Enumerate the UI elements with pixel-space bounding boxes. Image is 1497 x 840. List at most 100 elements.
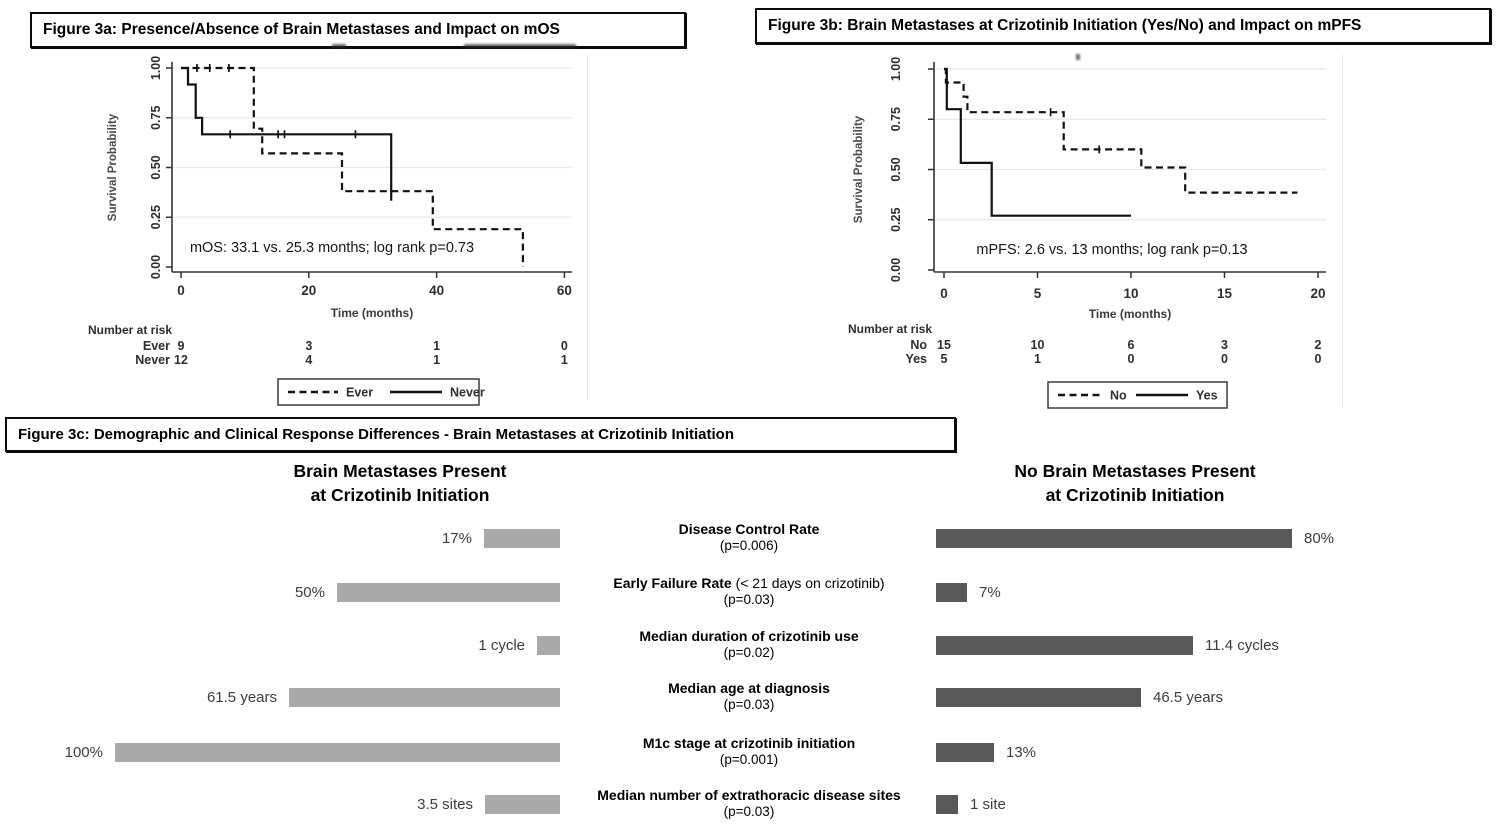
x-tick-label: 40	[429, 283, 444, 298]
right-bar-cell: 80%	[936, 518, 1484, 558]
left-value-label: 61.5 years	[206, 688, 277, 706]
risk-count: 15	[937, 338, 951, 352]
right-group-header: No Brain Metastases Present at Crizotini…	[915, 460, 1355, 507]
left-value-label: 3.5 sites	[417, 795, 473, 813]
risk-row-label: Yes	[905, 352, 927, 366]
annotation-text: mPFS: 2.6 vs. 13 months; log rank p=0.13	[976, 242, 1247, 258]
left-value-label: 100%	[64, 743, 103, 761]
x-tick-label: 60	[557, 283, 572, 298]
p-value-label: (p=0.03)	[723, 804, 775, 820]
right-bar	[936, 794, 958, 814]
legend-label: Ever	[346, 386, 373, 400]
crop-edge-line	[1342, 55, 1343, 407]
legend-label: Yes	[1196, 389, 1218, 403]
y-tick-label: 0.00	[889, 258, 903, 282]
metric-cell: Median duration of crizotinib use(p=0.02…	[560, 625, 938, 665]
risk-count: 6	[1128, 338, 1135, 352]
left-bar-cell: 3.5 sites	[38, 784, 560, 824]
p-value-label: (p=0.001)	[719, 752, 779, 768]
left-bar	[485, 794, 560, 814]
left-bar-cell: 50%	[38, 572, 560, 612]
axes: 0.00 0.25 0.50 0.75 1.00 0 20 40 60	[149, 56, 572, 298]
metric-label: M1c stage at crizotinib initiation	[642, 734, 856, 751]
risk-row-label: Ever	[143, 339, 170, 353]
risk-row-label: No	[910, 338, 927, 352]
left-bar-cell: 61.5 years	[38, 677, 560, 717]
metric-cell: Early Failure Rate (< 21 days on crizoti…	[560, 572, 938, 612]
x-tick-label: 0	[940, 286, 948, 301]
risk-count: 1	[561, 353, 568, 367]
right-group-header-line1: No Brain Metastases Present	[1014, 461, 1256, 481]
left-value-label: 1 cycle	[478, 636, 525, 654]
x-axis-title: Time (months)	[1089, 307, 1171, 321]
metric-label: Early Failure Rate (< 21 days on crizoti…	[613, 574, 885, 591]
tornado-row: 3.5 sites Median number of extrathoracic …	[0, 784, 1497, 824]
metric-cell: Disease Control Rate(p=0.006)	[560, 518, 938, 558]
x-tick-label: 0	[177, 283, 185, 298]
clipped-text-artifact	[464, 44, 576, 48]
left-bar	[537, 635, 560, 655]
x-tick-label: 20	[1310, 286, 1325, 301]
risk-count: 0	[1128, 352, 1135, 366]
y-axis-title: Survival Probability	[107, 113, 119, 221]
censor-mark-artifact	[1076, 54, 1080, 60]
x-tick-label: 20	[301, 283, 316, 298]
tornado-row: 100% M1c stage at crizotinib initiation(p…	[0, 732, 1497, 772]
x-tick-label: 15	[1217, 286, 1233, 301]
risk-count: 1	[433, 339, 440, 353]
y-tick-label: 0.00	[149, 255, 163, 279]
metric-label: Median age at diagnosis	[668, 679, 830, 696]
left-group-header-line1: Brain Metastases Present	[293, 461, 507, 481]
right-value-label: 13%	[1006, 743, 1037, 761]
y-tick-label: 0.25	[889, 208, 903, 232]
risk-count: 1	[433, 353, 440, 367]
y-axis-title: Survival Probability	[853, 115, 865, 223]
risk-count: 12	[174, 353, 188, 367]
risk-table-header: Number at risk	[88, 323, 172, 337]
risk-count: 3	[305, 339, 312, 353]
legend-label: No	[1110, 389, 1127, 403]
risk-count: 3	[1221, 338, 1228, 352]
right-bar-cell: 1 site	[936, 784, 1484, 824]
figure-3a-title-box: Figure 3a: Presence/Absence of Brain Met…	[30, 12, 686, 48]
left-bar	[289, 687, 560, 707]
risk-table-header: Number at risk	[848, 322, 932, 336]
risk-count: 9	[178, 339, 185, 353]
right-bar	[936, 635, 1193, 655]
x-tick-label: 10	[1123, 286, 1138, 301]
left-bar	[484, 528, 560, 548]
left-value-label: 17%	[441, 529, 472, 547]
right-bar-cell: 11.4 cycles	[936, 625, 1484, 665]
right-value-label: 46.5 years	[1153, 688, 1224, 706]
left-bar-cell: 17%	[38, 518, 560, 558]
y-tick-label: 0.75	[889, 107, 903, 131]
figure-3b-title: Figure 3b: Brain Metastases at Crizotini…	[768, 17, 1362, 34]
right-bar	[936, 742, 994, 762]
x-axis-title: Time (months)	[331, 306, 413, 320]
series-ever	[181, 64, 524, 267]
left-group-header: Brain Metastases Present at Crizotinib I…	[180, 460, 620, 507]
x-tick-label: 5	[1034, 286, 1042, 301]
tornado-row: 1 cycle Median duration of crizotinib use…	[0, 625, 1497, 665]
series-yes	[944, 67, 1131, 217]
right-value-label: 1 site	[970, 795, 1006, 813]
right-bar	[936, 687, 1141, 707]
left-value-label: 50%	[294, 583, 325, 601]
figure-3b-title-box: Figure 3b: Brain Metastases at Crizotini…	[755, 8, 1491, 44]
y-tick-label: 0.25	[149, 205, 163, 229]
y-tick-label: 0.75	[149, 106, 163, 130]
legend-label: Never	[450, 386, 485, 400]
crop-edge-line	[587, 55, 588, 400]
y-tick-label: 0.50	[149, 155, 163, 179]
y-tick-label: 1.00	[149, 56, 163, 80]
risk-count: 10	[1031, 338, 1045, 352]
gridlines	[172, 67, 572, 218]
tornado-row: 17% Disease Control Rate(p=0.006)80%	[0, 518, 1497, 558]
metric-label: Median number of extrathoracic disease s…	[597, 786, 901, 803]
p-value-label: (p=0.006)	[719, 538, 779, 554]
